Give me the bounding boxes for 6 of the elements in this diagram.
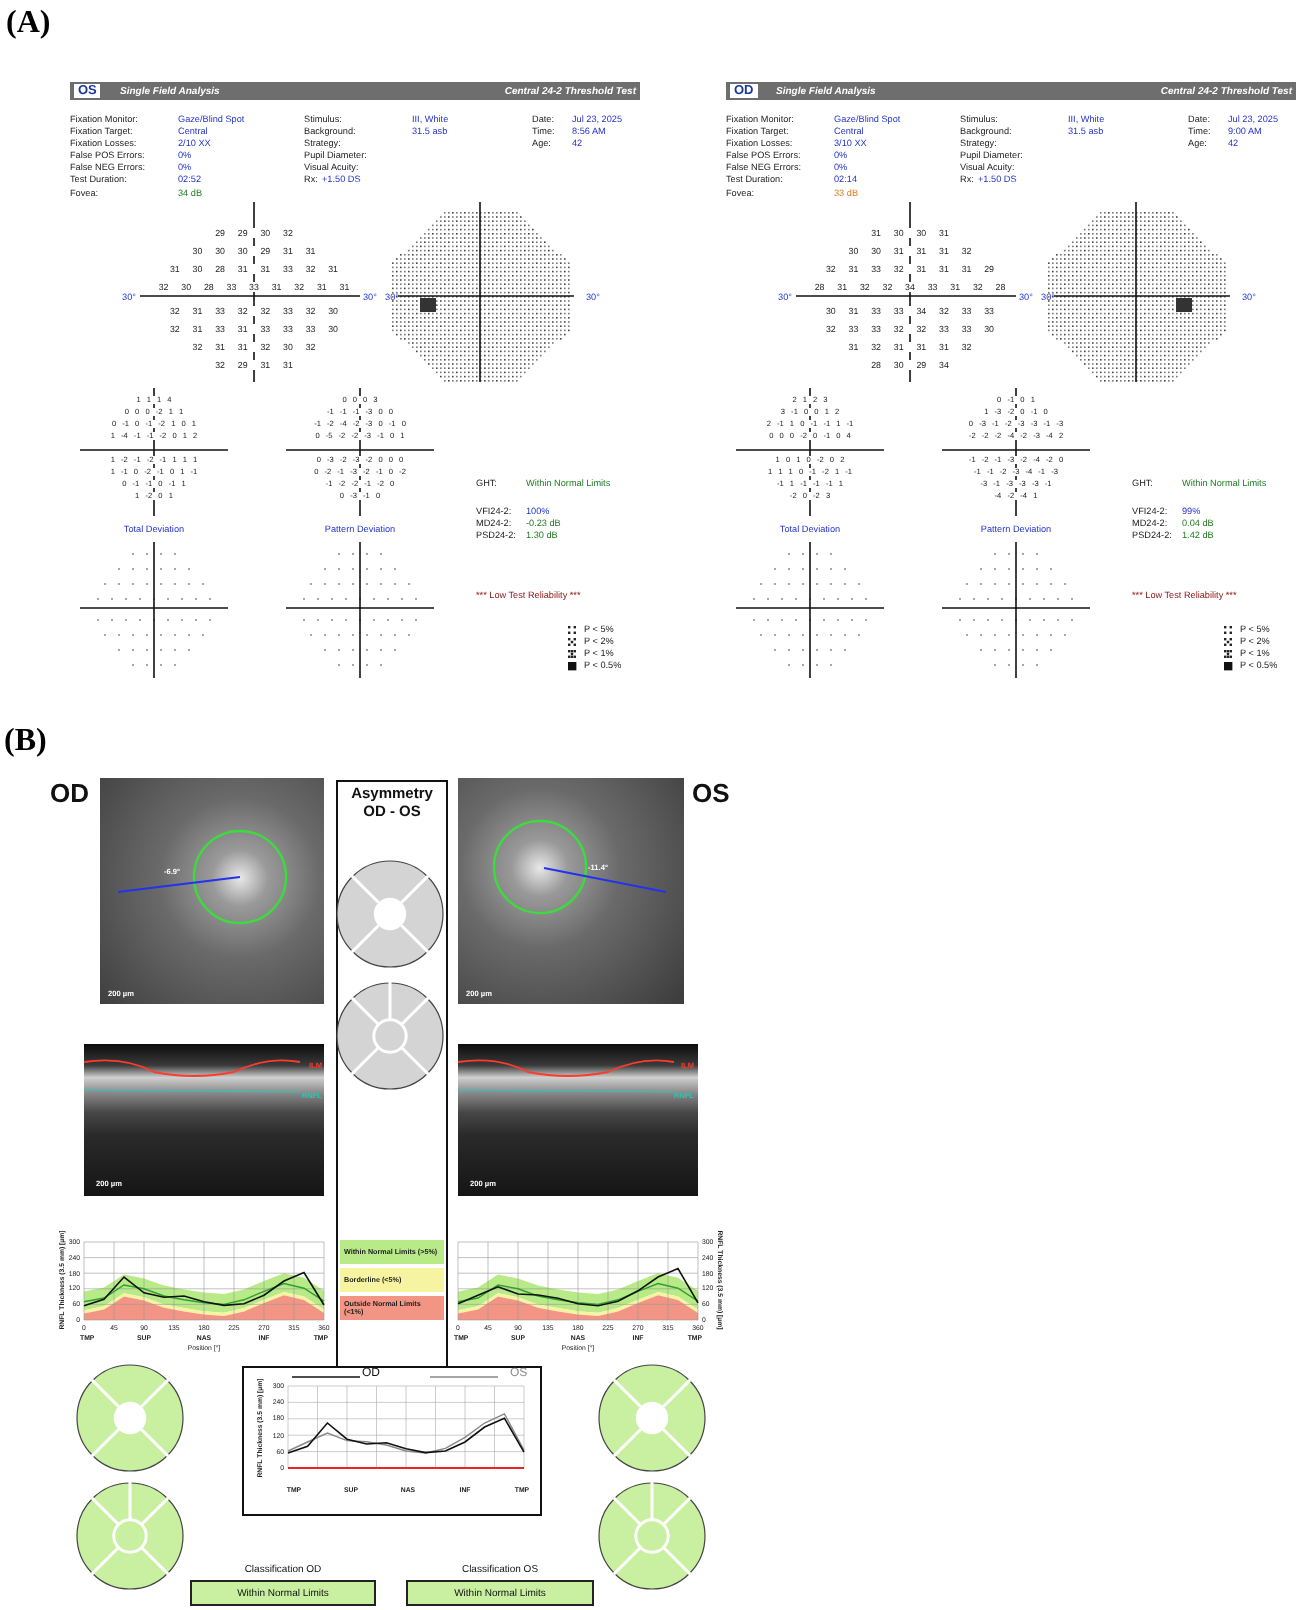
eye-label: OD: [50, 778, 89, 808]
eye-label: OS: [692, 778, 730, 808]
result-box: [406, 1580, 594, 1606]
result-box: [190, 1580, 376, 1606]
panel-label: (A): [6, 6, 51, 42]
panel-label: (B): [4, 724, 47, 760]
